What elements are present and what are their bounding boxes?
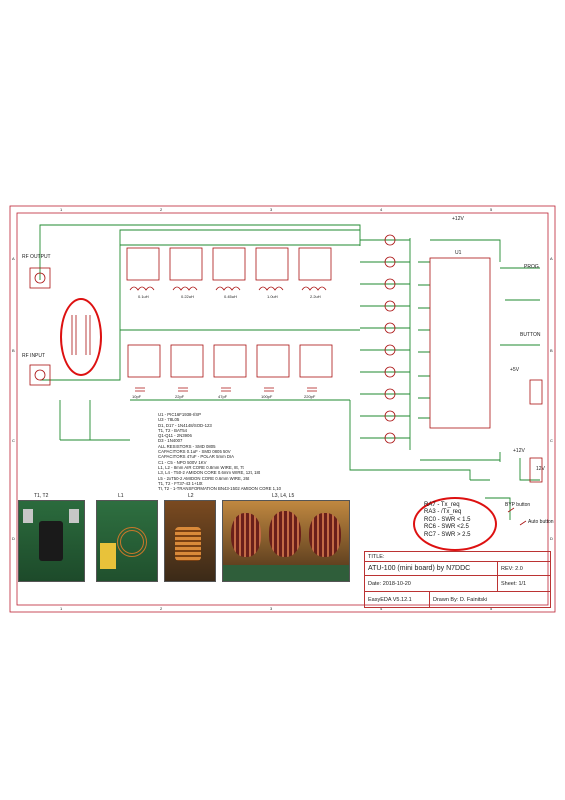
- button-symbols: [507, 507, 527, 526]
- wiring: [39, 224, 540, 520]
- svg-text:C: C: [12, 438, 15, 443]
- supply-label: +12V: [452, 216, 464, 222]
- capacitor-value: 22pF: [175, 394, 185, 399]
- byp-button-label: BYP button: [505, 502, 530, 508]
- legend-line: L3, L4 - T50-2 AMIDON CORE 0.6mm WIRE, 1…: [158, 470, 261, 476]
- photo-label-l2: L2: [188, 493, 194, 499]
- date-label: Date:: [368, 580, 382, 587]
- legend-line: TI, T2 - 1-TRANSFORMATION BN43-1502 AMID…: [158, 486, 282, 492]
- transformer-highlight-oval: [60, 298, 102, 376]
- mcu-label: U1: [455, 250, 462, 256]
- svg-text:2: 2: [160, 606, 163, 611]
- capacitor-value: 47pF: [218, 394, 228, 399]
- frame-grid-marks: 1 2 3 4 5 A B C D A B C D 1 2 3 4 5: [12, 207, 553, 611]
- sheet-label: Sheet:: [501, 580, 517, 587]
- supply-12v-label: +12V: [513, 448, 525, 454]
- note-line: RA3 - /Tx_req: [424, 509, 462, 516]
- note-line: RC7 - SWR > 2.5: [424, 531, 471, 538]
- photo-t1-t2: [18, 500, 85, 582]
- svg-text:B: B: [12, 348, 15, 353]
- power-input-label: 12V: [536, 466, 546, 472]
- date-value: 2018-10-20: [382, 580, 411, 587]
- svg-text:5: 5: [490, 207, 493, 212]
- legend-line: CAPACITORS 0.1uF - SMD 0805 50V: [158, 449, 231, 455]
- power-connector: [529, 457, 543, 483]
- legend-line: L1, L2 - 8mm AIR CORE 0.8mm WIRE, 8t, 7t: [158, 464, 244, 470]
- rf-input-connector: [29, 364, 51, 386]
- svg-text:D: D: [12, 536, 15, 541]
- capacitor-value: 220pF: [304, 394, 316, 399]
- inductor-value: 0.1uH: [138, 294, 149, 299]
- mcu-pin-notes: RA7 - Tx_req RA3 - /Tx_req RC0 - SWR < 1…: [424, 502, 471, 539]
- svg-text:A: A: [550, 256, 553, 261]
- legend-line: U1 - PIC16F1938-I/SP: [158, 412, 201, 417]
- legend-line: T1, T2 - FT37-43 1+10t: [158, 480, 203, 486]
- inductor-value: 1.0uH: [267, 294, 278, 299]
- photo-l2: [164, 500, 216, 582]
- legend-line: ALL RESISTORS - SMD 0805: [158, 443, 216, 449]
- inductor-value: 2.2uH: [310, 294, 321, 299]
- svg-text:1: 1: [60, 207, 63, 212]
- title-label: TITLE:: [364, 551, 551, 562]
- svg-text:1: 1: [60, 606, 63, 611]
- photo-label-t1-t2: T1, T2: [34, 493, 49, 499]
- button-label: BUTTON: [520, 332, 541, 338]
- photo-label-l1: L1: [118, 493, 124, 499]
- svg-text:5: 5: [490, 606, 493, 611]
- photo-l3-l5: [222, 500, 350, 582]
- note-line: RA7 - Tx_req: [424, 502, 460, 508]
- legend-line: CAPACITORS 47uF - POLAR 5mm DIA: [158, 454, 235, 460]
- component-legend: U1 - PIC16F1938-I/SP U3 - 78L05 D1, D17 …: [158, 412, 281, 491]
- rev-label: REV:: [501, 565, 514, 572]
- rf-output-connector: [29, 267, 51, 289]
- svg-text:2: 2: [160, 207, 163, 212]
- note-line: RC0 - SWR < 1.5: [424, 516, 471, 523]
- supply-5v-label: +5V: [510, 367, 520, 373]
- legend-line: Q1-Q11 - 2N3906: [158, 433, 192, 439]
- rf-output-label: RF OUTPUT: [22, 254, 51, 260]
- drawn-by-value: D. Fainitski: [459, 596, 488, 603]
- prog-label: PROG: [524, 264, 539, 270]
- legend-line: U3 - 78L05: [158, 417, 180, 423]
- svg-text:B: B: [550, 348, 553, 353]
- svg-text:3: 3: [270, 207, 273, 212]
- svg-text:3: 3: [270, 606, 273, 611]
- sheet-value: 1/1: [518, 580, 527, 587]
- legend-line: D1, D17 - 1N4148/SOD-123: [158, 422, 212, 428]
- tool-version: EasyEDA V5.12.1: [364, 591, 430, 608]
- note-line: RC6 - SWR <2.5: [424, 524, 469, 531]
- legend-line: L5 - 2xT50-2 AMIDON CORE 0.6mm WIRE, 26t: [158, 475, 250, 481]
- svg-text:A: A: [12, 256, 15, 261]
- capacitor-bank: [127, 344, 333, 392]
- drawn-by-label: Drawn By:: [433, 596, 459, 603]
- mcu-u1: [429, 257, 491, 429]
- legend-line: T1, T2 - BAT54: [158, 427, 187, 433]
- rf-input-label: RF INPUT: [22, 353, 45, 359]
- sheet-frame: [9, 205, 556, 613]
- svg-text:4: 4: [380, 606, 383, 611]
- inductor-value: 0.45uH: [224, 294, 237, 299]
- photo-label-l3-l5: L3, L4, L5: [272, 493, 295, 499]
- inductor-value: 0.22uH: [181, 294, 194, 299]
- driver-transistors: [384, 234, 396, 444]
- inductor-bank: [126, 247, 332, 291]
- capacitor-value: 100pF: [261, 394, 273, 399]
- capacitor-value: 10pF: [132, 394, 142, 399]
- title-value: ATU-100 (mini board) by N7DDC: [364, 561, 498, 576]
- auto-button-label: Auto button: [528, 519, 554, 525]
- photo-l1: [96, 500, 158, 582]
- sensor-connector: [529, 379, 543, 405]
- legend-line: C1 - C5 - NPO 500V 1KV: [158, 459, 207, 465]
- title-block: TITLE: ATU-100 (mini board) by N7DDC REV…: [364, 551, 551, 608]
- rev-value: 2.0: [515, 565, 523, 572]
- svg-text:D: D: [550, 536, 553, 541]
- svg-text:4: 4: [380, 207, 383, 212]
- svg-text:C: C: [550, 438, 553, 443]
- sheet-inner-frame: [16, 212, 549, 606]
- notes-highlight-oval: [413, 497, 497, 551]
- legend-line: D3 - 1N4007: [158, 438, 183, 444]
